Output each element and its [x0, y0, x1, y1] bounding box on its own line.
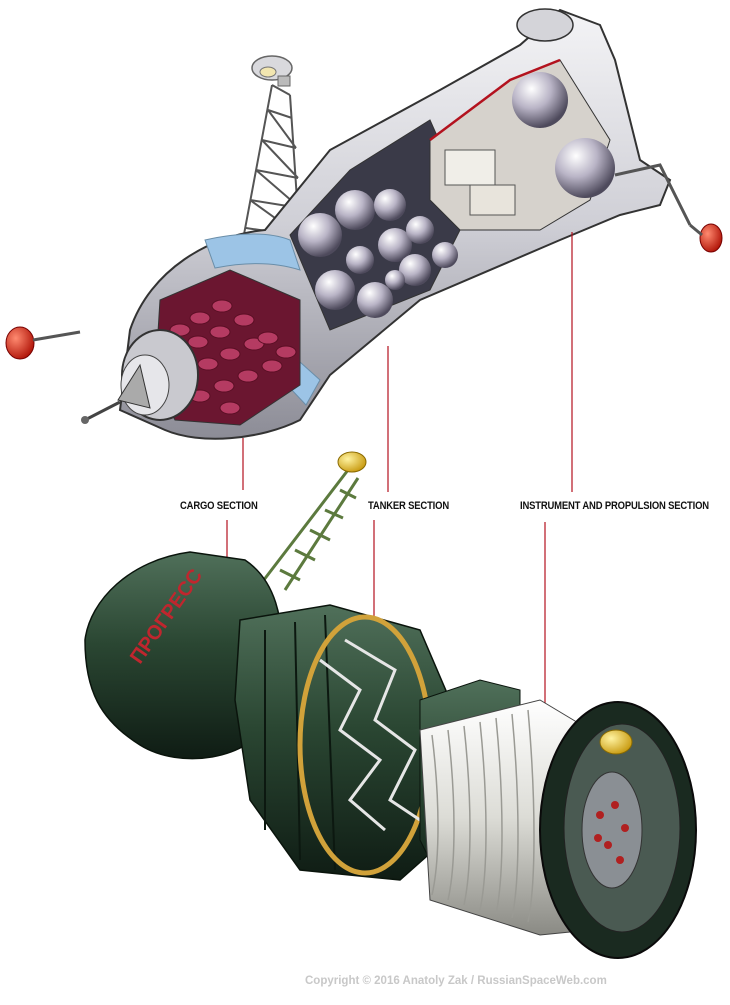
beacon-right-icon [699, 223, 723, 253]
engine-end [516, 8, 692, 226]
instrument-section-label: INSTRUMENT AND PROPULSION SECTION [520, 500, 709, 512]
copyright-notice: Copyright © 2016 Anatoly Zak / RussianSp… [305, 975, 607, 987]
propulsion-interior [429, 58, 615, 231]
beacon-left-icon [5, 326, 35, 360]
tanker-interior [289, 119, 471, 331]
yellow-knob-icon [599, 729, 633, 755]
tanker-ribs [264, 614, 336, 871]
white-truss-struts [319, 638, 421, 832]
engine-nozzle-plate [581, 771, 643, 889]
engine-nozzles [594, 801, 629, 864]
tanker-module-hull [234, 604, 451, 881]
antenna-dish [251, 55, 293, 87]
antenna-mast [241, 84, 301, 246]
tanker-section-label: TANKER SECTION [368, 500, 449, 512]
docking-probe [81, 329, 199, 424]
cutaway-illustration [5, 8, 723, 440]
model-rendering: ПРОГРЕСС [84, 451, 697, 959]
green-antenna-truss [258, 469, 360, 591]
yellow-dish-icon [337, 451, 367, 473]
radiator-ribs [431, 709, 535, 923]
blue-band [204, 233, 301, 271]
cargo-section-label: CARGO SECTION [180, 500, 258, 512]
